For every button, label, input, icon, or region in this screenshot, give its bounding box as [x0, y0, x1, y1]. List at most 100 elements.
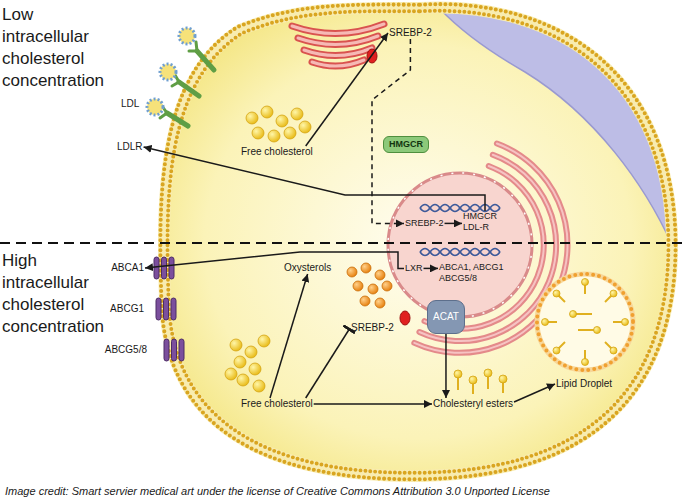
golgi-cisterna — [298, 36, 378, 45]
abcg1-transporter — [156, 298, 176, 320]
droplet-monolayer — [537, 274, 633, 370]
pathway-arrow — [424, 268, 438, 270]
cholesterol-dot — [291, 108, 303, 120]
organelle-label: Lipid Droplet — [555, 378, 613, 390]
cholesterol-dot — [230, 339, 242, 351]
ester-tail — [487, 377, 489, 389]
pathway-arrow — [145, 252, 404, 268]
dna-strand — [420, 205, 500, 212]
node-text: LDL — [121, 98, 139, 110]
transmembrane-helix — [169, 257, 174, 279]
pathway-arrow — [314, 403, 432, 405]
golgi-lumen — [298, 36, 378, 45]
ester-head — [484, 369, 492, 377]
molecule-label: Cholesteryl esters — [432, 398, 514, 410]
lipid-droplet — [537, 274, 633, 370]
node-text: ABCG1 — [110, 303, 144, 315]
transmembrane-helix — [171, 298, 176, 320]
lipid-head — [610, 347, 617, 354]
droplet-heads — [542, 279, 629, 366]
oxysterol-dot — [347, 267, 357, 277]
abca1-transporter — [154, 257, 174, 279]
ester-head — [499, 375, 507, 383]
node-text: LDLR — [117, 141, 143, 153]
lipid-head — [582, 279, 589, 286]
oxysterol-dot — [382, 281, 392, 291]
transmembrane-helix — [179, 339, 184, 361]
node-text: Lipid Droplet — [556, 378, 612, 390]
node-text: SREBP-2 — [389, 27, 432, 39]
node-text: SREBP-2 — [351, 322, 394, 334]
particle-label: LDL — [120, 98, 140, 110]
oxysterol-dot — [361, 263, 371, 273]
cholesterol-dot — [299, 121, 311, 133]
node-text: LXR — [405, 263, 423, 274]
node-text: HMGCR — [389, 139, 423, 150]
srebp-molecule — [400, 311, 410, 325]
transmembrane-helix — [164, 339, 169, 361]
cholesteryl-ester-group — [454, 369, 507, 394]
oxysterol-dot — [360, 296, 370, 306]
lipid-head — [582, 359, 589, 366]
pathway-arrow — [445, 334, 447, 398]
oxysterol-dot — [368, 284, 378, 294]
enzyme-box: ACAT — [427, 300, 465, 334]
pathway-arrow — [306, 33, 388, 146]
molecule-label: Free cholesterol — [240, 146, 314, 158]
membrane-inner-leaflet — [168, 11, 669, 473]
lipid-head — [553, 347, 560, 354]
receptor-label: LXR — [404, 263, 424, 274]
ester-tail — [472, 384, 474, 394]
node-text: Cholesteryl esters — [433, 398, 513, 410]
pathway-arrow — [144, 147, 485, 211]
golgi-cisterna — [312, 60, 364, 66]
pathway-arrow — [514, 384, 555, 402]
ester-tail — [502, 383, 504, 393]
lipid-head — [594, 327, 601, 334]
oxysterol-dot — [353, 281, 363, 291]
lipid-head — [542, 319, 549, 326]
heading-text: High intracellular cholesterol concentra… — [2, 250, 120, 338]
node-text: Oxysterols — [284, 262, 331, 274]
gene-label: HMGCR LDL-R — [462, 211, 508, 233]
cholesterol-dot — [261, 106, 273, 118]
transmembrane-helix — [156, 298, 161, 320]
transmembrane-helix — [162, 257, 167, 279]
inhibition-line — [306, 328, 350, 398]
ldl-particles — [147, 28, 195, 115]
ldl-receptor — [179, 82, 199, 96]
ldl-particle — [179, 28, 195, 44]
protein-label: SREBP-2 — [388, 27, 433, 39]
membrane-outer-leaflet — [160, 4, 675, 479]
golgi-cisterna — [304, 48, 372, 56]
oxysterol-dot — [375, 298, 385, 308]
cholesterol-dot — [258, 335, 270, 347]
image-credit: Image credit: Smart servier medical art … — [5, 485, 550, 498]
transporter-label: ABCG1 — [109, 303, 145, 315]
golgi-lumen — [292, 24, 384, 34]
membrane-band — [164, 7, 672, 476]
free-cholesterol-top — [246, 106, 311, 142]
gene-label: ABCA1, ABCG1 ABCG5/8 — [438, 262, 514, 284]
condition-heading: Low intracellular cholesterol concentrat… — [2, 4, 120, 92]
condition-heading: High intracellular cholesterol concentra… — [2, 250, 120, 338]
transmembrane-helix — [164, 298, 169, 320]
dna-strand — [420, 205, 500, 212]
receptor-label: LDLR — [116, 141, 144, 153]
ldl-particle — [147, 99, 163, 115]
lipid-head — [610, 290, 617, 297]
dna-strand — [420, 249, 500, 256]
protein-label: SREBP-2 — [404, 218, 445, 229]
transporter-label: ABCG5/8 — [104, 344, 148, 356]
node-text: ABCA1 — [111, 262, 144, 274]
cholesterol-dot — [245, 346, 257, 358]
cholesterol-dot — [253, 380, 265, 392]
ldl-receptor — [197, 51, 214, 70]
heading-text: Low intracellular cholesterol concentrat… — [2, 4, 120, 92]
lipid-head — [553, 290, 560, 297]
droplet-body — [537, 274, 633, 370]
cholesterol-dot — [225, 368, 237, 380]
transmembrane-helix — [154, 257, 159, 279]
